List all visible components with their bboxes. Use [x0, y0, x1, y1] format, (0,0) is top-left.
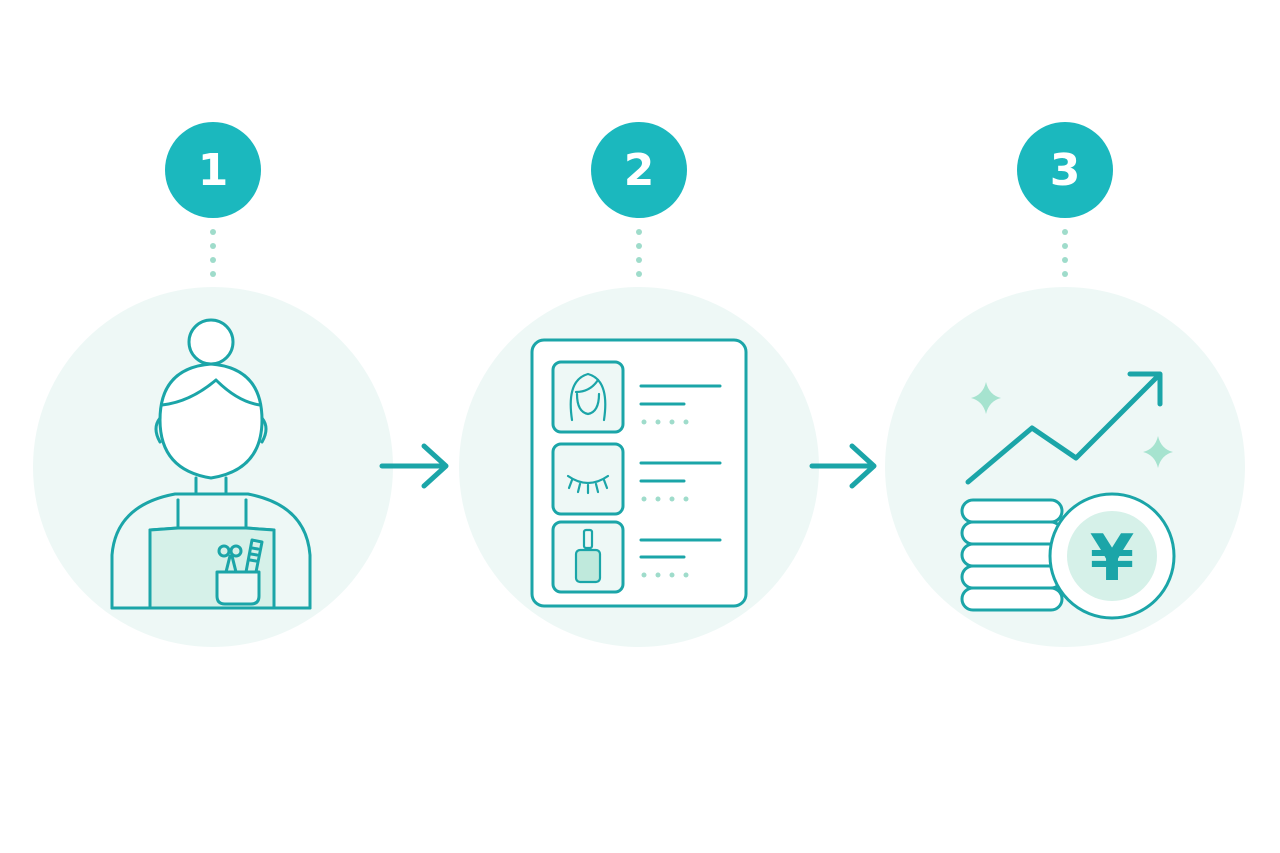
- eyelash-icon: [566, 474, 610, 495]
- currency-symbol: ¥: [1090, 522, 1135, 596]
- trend-up-icon: [965, 371, 1163, 485]
- connector-dots-3: [1062, 229, 1068, 277]
- connector-dots-1: [210, 229, 216, 277]
- arrow-right-icon: [809, 443, 877, 489]
- step-2-badge: 2: [591, 122, 687, 218]
- beautician-icon: [110, 318, 312, 610]
- step-1-badge: 1: [165, 122, 261, 218]
- connector-dots-2: [636, 229, 642, 277]
- arrow-right-icon: [379, 443, 449, 489]
- coin-stack-icon: [960, 498, 1064, 612]
- sparkle-icon: [1143, 436, 1173, 468]
- nail-polish-icon: [574, 528, 602, 584]
- sparkle-icon: [971, 382, 1001, 414]
- service-menu-icon: [530, 338, 748, 608]
- hairstyle-icon: [569, 372, 607, 422]
- yen-coin-icon: ¥: [1048, 492, 1176, 620]
- step-3-badge: 3: [1017, 122, 1113, 218]
